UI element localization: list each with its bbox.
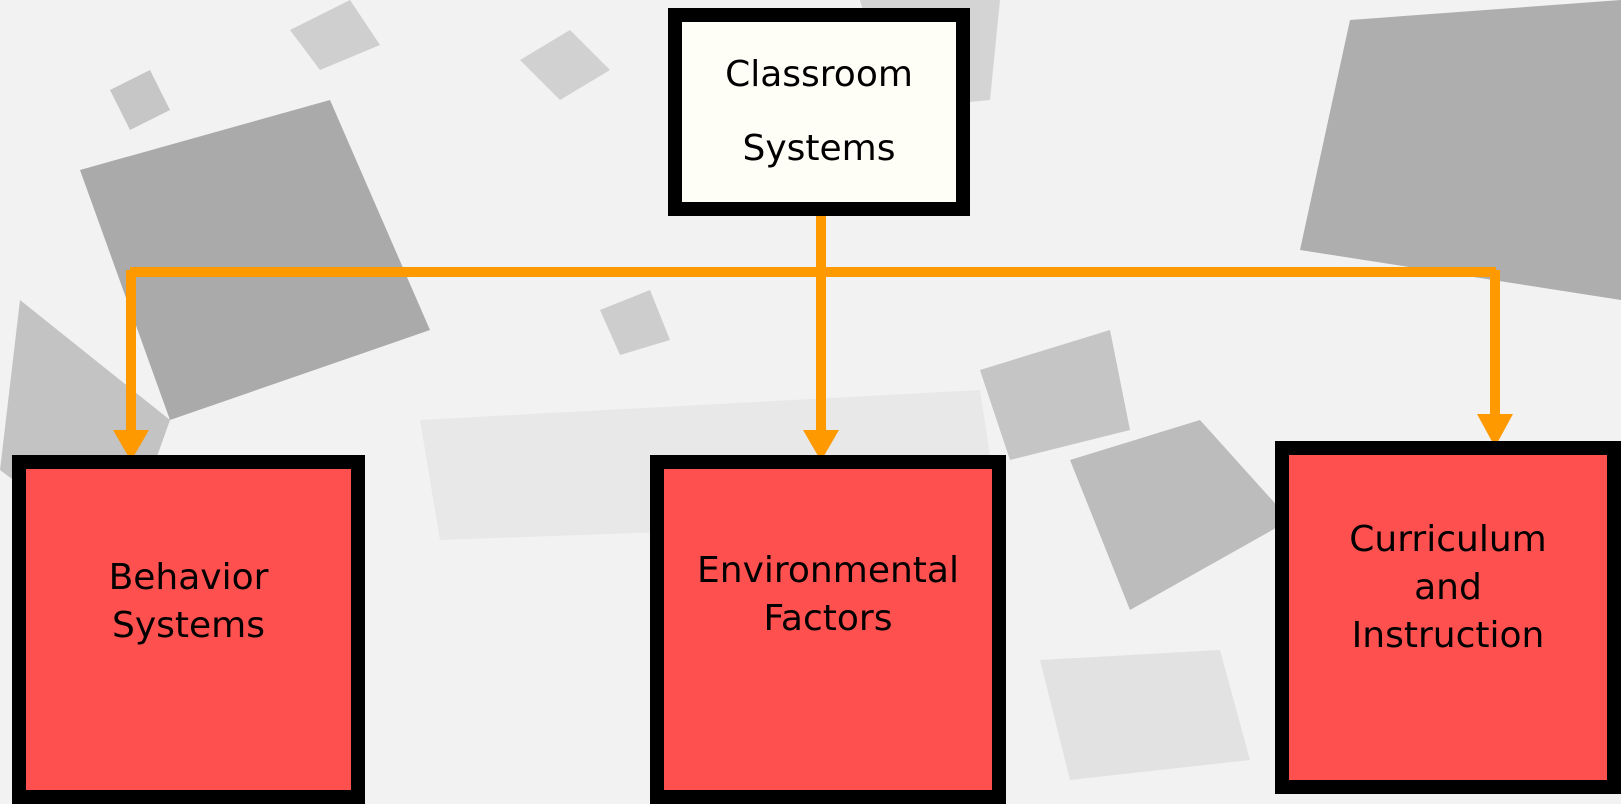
arrow-behavior — [113, 430, 149, 461]
arrow-environmental — [803, 430, 839, 461]
environmental-factors-box: Environmental Factors — [650, 455, 1006, 804]
curriculum-line-3: Instruction — [1351, 614, 1545, 656]
behavior-line-2: Systems — [111, 605, 265, 646]
curriculum-line-1: Curriculum — [1349, 518, 1547, 560]
root-line-1: Classroom — [725, 54, 913, 95]
arrow-curriculum — [1477, 414, 1513, 447]
root-line-2: Systems — [742, 128, 896, 169]
curriculum-and-instruction-box: Curriculum and Instruction — [1275, 441, 1621, 794]
behavior-systems-box: Behavior Systems — [12, 455, 365, 804]
curriculum-line-2: and — [1414, 566, 1482, 608]
environmental-line-2: Factors — [763, 597, 893, 639]
behavior-line-1: Behavior — [108, 557, 269, 598]
classroom-systems-box: Classroom Systems — [668, 8, 970, 216]
environmental-line-1: Environmental — [697, 549, 959, 591]
